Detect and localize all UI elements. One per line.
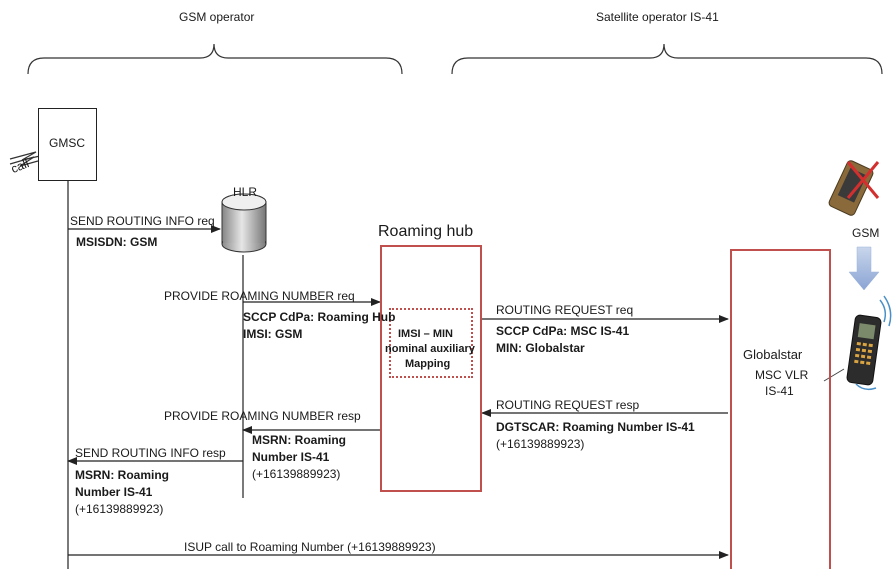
gsm-operator-header: GSM operator [179,10,255,24]
prn-resp-label: PROVIDE ROAMING NUMBER resp [164,409,361,423]
gmsc-node: GMSC [38,108,97,181]
rr-resp-label: ROUTING REQUEST resp [496,398,640,412]
sri-resp-detail-1: MSRN: Roaming [75,468,169,482]
rr-req-detail-1: SCCP CdPa: MSC IS-41 [496,324,630,338]
gsm-phone-label: GSM [852,226,880,240]
rr-resp-detail-2: (+16139889923) [496,437,585,451]
rr-resp-detail-1: DGTSCAR: Roaming Number IS-41 [496,420,695,434]
imsi-min-mapping-box: IMSI – MIN nominal auxiliary Mapping [385,308,475,378]
prn-req-detail-2: IMSI: GSM [243,327,303,341]
globalstar-box: Globalstar MSC VLR IS-41 [730,249,831,569]
roaming-hub-box [380,245,482,492]
gsm-operator-brace [27,43,403,75]
prn-req-detail-1: SCCP CdPa: Roaming Hub [243,310,396,324]
prn-resp-detail-3: (+16139889923) [252,467,341,481]
prn-resp-detail-1: MSRN: Roaming [252,433,346,447]
mapping-line-1: IMSI – MIN [398,328,454,340]
msc-vlr-callout [823,368,845,382]
rr-req-detail-2: MIN: Globalstar [496,341,585,355]
sri-resp-detail-3: (+16139889923) [75,502,164,516]
mapping-line-3: Mapping [405,358,451,370]
isup-label: ISUP call to Roaming Number (+1613988992… [184,540,436,554]
sri-req-detail: MSISDN: GSM [76,235,158,249]
rr-req-label: ROUTING REQUEST req [496,303,634,317]
down-arrow-icon [848,246,880,291]
is41-label: IS-41 [765,384,794,398]
hlr-label: HLR [233,185,258,199]
satellite-operator-header: Satellite operator IS-41 [596,10,719,24]
roaming-hub-label: Roaming hub [378,223,474,240]
globalstar-label: Globalstar [743,347,803,362]
satellite-phone-icon [846,295,892,391]
sri-req-label: SEND ROUTING INFO req [70,214,215,228]
mapping-line-2: nominal auxiliary [385,343,475,355]
sri-resp-detail-2: Number IS-41 [75,485,153,499]
msc-vlr-label: MSC VLR [755,368,809,382]
gmsc-label: GMSC [49,136,85,150]
prn-req-label: PROVIDE ROAMING NUMBER req [164,289,355,303]
prn-resp-detail-2: Number IS-41 [252,450,330,464]
sri-resp-label: SEND ROUTING INFO resp [75,446,226,460]
satellite-operator-brace [451,43,883,75]
gsm-phone-crossed-icon [828,160,880,216]
hlr-database-icon [221,193,267,253]
